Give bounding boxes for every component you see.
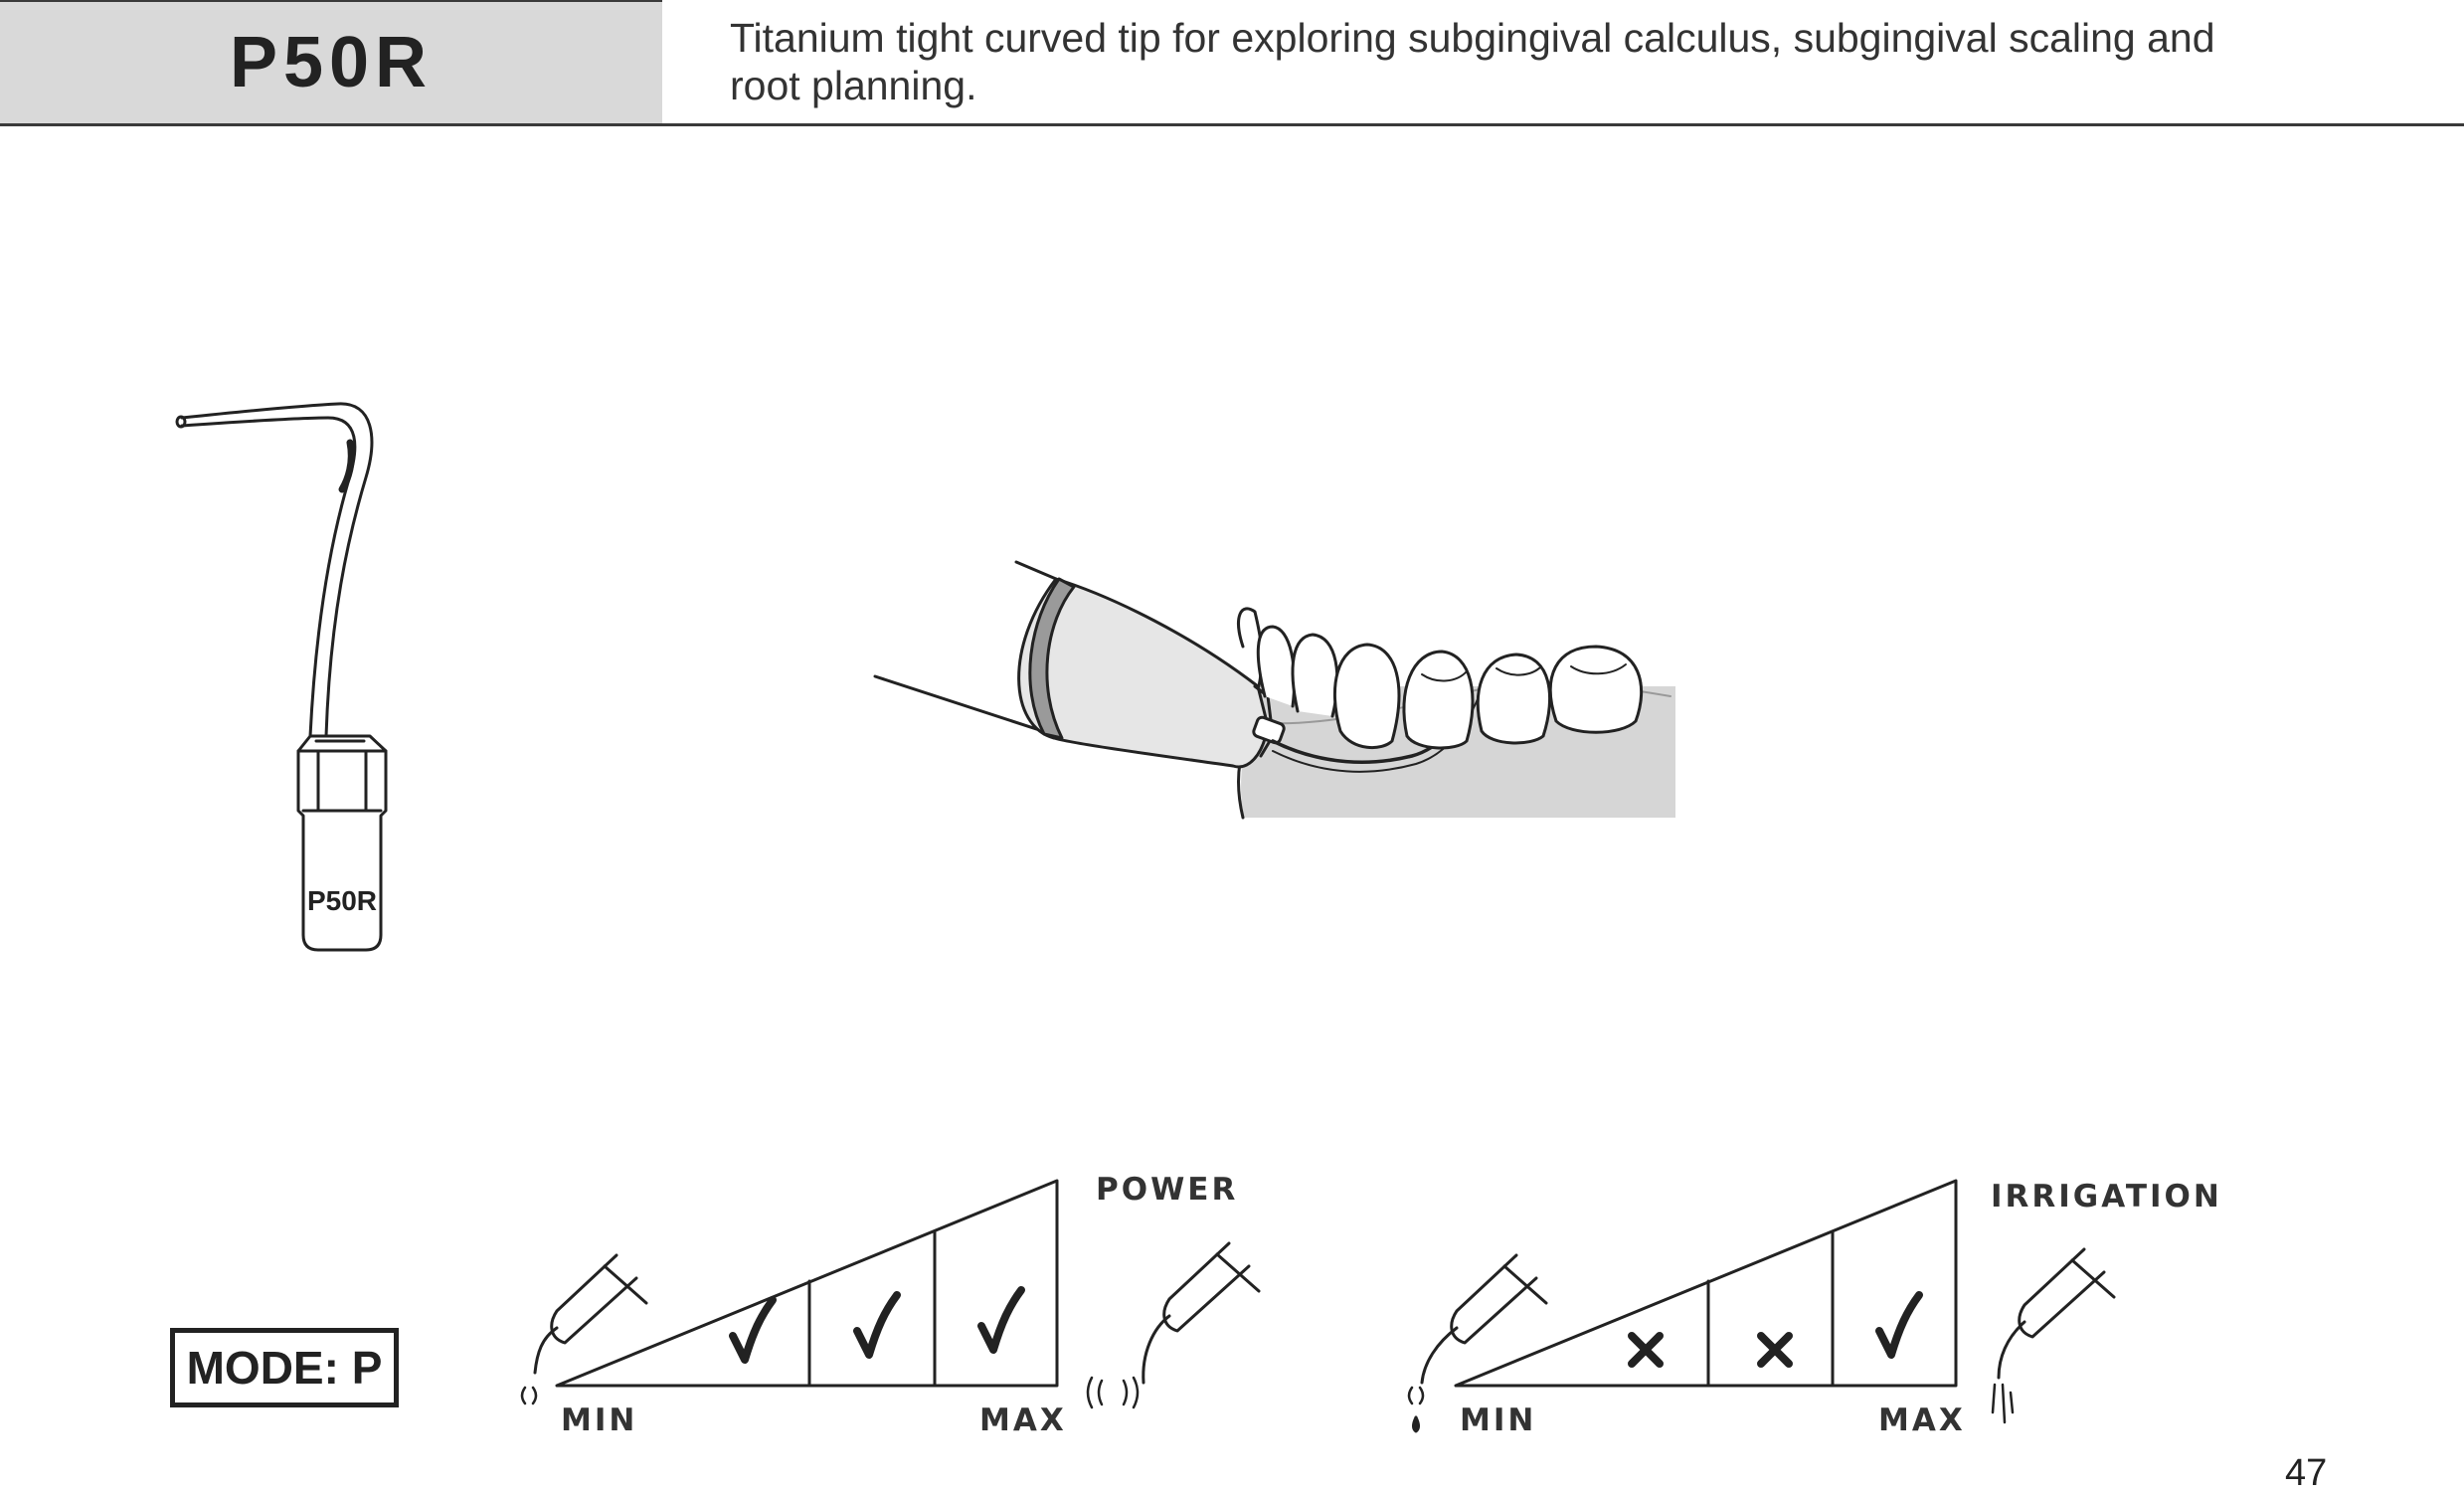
power-min-label: MIN	[561, 1402, 638, 1438]
power-scale-graphic	[555, 1179, 1059, 1388]
irrigation-min-label: MIN	[1460, 1402, 1537, 1438]
clinical-scene	[873, 560, 1675, 820]
irrigation-title: IRRIGATION	[1991, 1179, 2222, 1215]
power-level-2-check-icon	[853, 1291, 901, 1359]
tip-drawing	[175, 402, 388, 952]
header-divider	[0, 123, 2464, 126]
handpiece-icon-power-min	[520, 1253, 648, 1405]
page-number: 47	[2285, 1452, 2328, 1494]
power-level-1-check-icon	[729, 1296, 777, 1364]
header-code-box: P50R	[0, 0, 662, 123]
tip-engraving: P50R	[307, 885, 377, 916]
irrigation-max-label: MAX	[1878, 1402, 1966, 1438]
tip-description: Titanium tight curved tip for exploring …	[730, 14, 2321, 109]
handpiece-icon-power-max	[1086, 1241, 1261, 1409]
handpiece-icon-irrigation-min	[1407, 1253, 1548, 1433]
tip-description-line-1: Titanium tight curved tip for exploring …	[730, 15, 2215, 61]
mode-box: MODE: P	[170, 1328, 399, 1407]
tip-code-title: P50R	[229, 23, 434, 102]
power-title: POWER	[1096, 1172, 1239, 1208]
power-level-3-check-icon	[977, 1286, 1025, 1354]
irrigation-level-1-cross-icon	[1628, 1332, 1664, 1368]
irrigation-level-marks	[1628, 1291, 1923, 1368]
handpiece-icon-irrigation-max	[1991, 1247, 2116, 1424]
irrigation-scale-graphic	[1454, 1179, 1958, 1388]
irrigation-level-2-cross-icon	[1757, 1332, 1793, 1368]
irrigation-level-3-check-icon	[1875, 1291, 1923, 1359]
mode-label: MODE: P	[186, 1342, 383, 1394]
power-level-marks	[729, 1286, 1025, 1364]
tip-description-line-2: root planning.	[730, 63, 977, 108]
power-max-label: MAX	[979, 1402, 1067, 1438]
